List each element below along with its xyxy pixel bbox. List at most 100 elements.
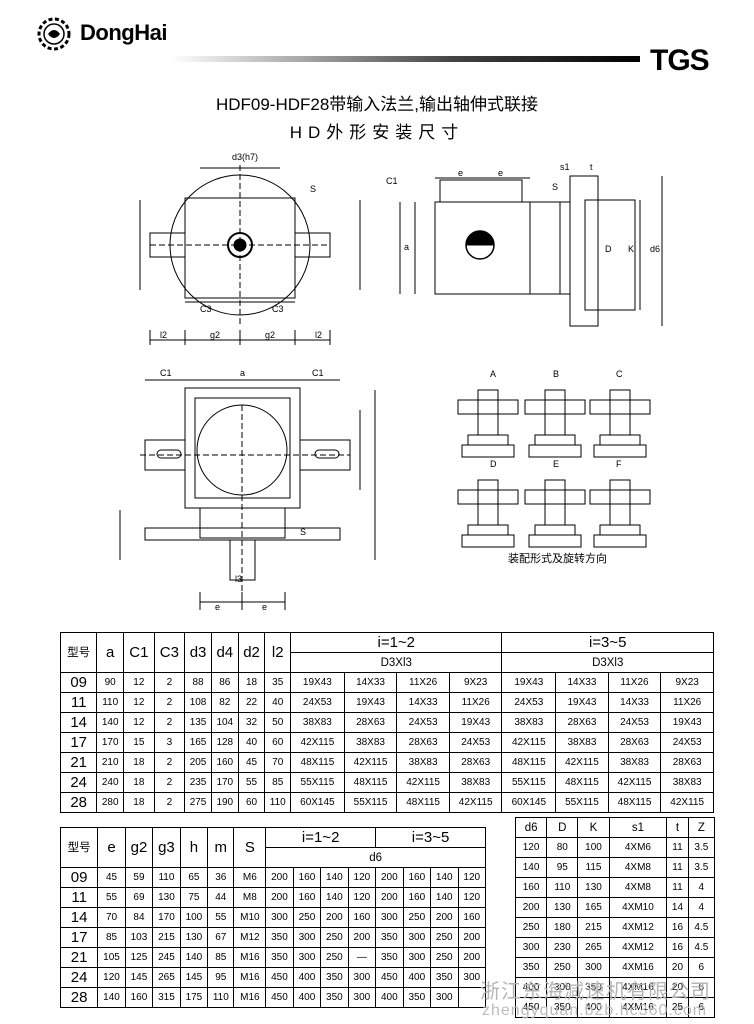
table-cell: 160	[210, 752, 239, 773]
table-cell: 350	[375, 947, 404, 968]
table-cell: 300	[347, 967, 377, 988]
column-header: m	[207, 827, 235, 868]
table-cell: 40	[237, 732, 266, 753]
table-cell: 60X145	[501, 792, 557, 813]
column-header: Z	[687, 817, 716, 838]
table-cell: 215	[577, 917, 610, 938]
table-cell: 59	[124, 867, 154, 888]
table-cell: 110	[96, 692, 125, 713]
table-cell: 14X33	[607, 692, 662, 713]
table-cell: 210	[96, 752, 125, 773]
table-cell: 200	[457, 947, 486, 968]
table-cell: 9X23	[660, 672, 714, 693]
table-cell: 44	[207, 887, 235, 908]
table-cell: 24X53	[396, 712, 450, 733]
table-cell: 95	[546, 857, 579, 878]
side-view-drawing	[399, 175, 663, 327]
table-cell: 18	[123, 792, 155, 813]
label-l2-right: l2	[315, 330, 322, 340]
table-cell: 48X115	[501, 752, 557, 773]
table-cell: 95	[207, 967, 235, 988]
table-cell: 24X53	[607, 712, 662, 733]
assembly-label-e: E	[553, 459, 559, 469]
group-header: i=3~5	[375, 827, 486, 848]
table-cell: 6	[687, 997, 716, 1018]
header-model: 型号	[59, 827, 99, 868]
table-cell: 09	[59, 867, 99, 888]
table-cell: 4	[687, 877, 716, 898]
table-cell: 80	[546, 837, 579, 858]
table-cell: 38X83	[501, 712, 557, 733]
table-cell: M16	[233, 967, 267, 988]
table-cell: 200	[265, 867, 294, 888]
table-cell: 140	[430, 887, 459, 908]
table-cell: 25	[666, 997, 689, 1018]
table-cell: 235	[184, 772, 212, 793]
table-cell: 42X115	[660, 792, 714, 813]
label-s1: s1	[560, 162, 570, 172]
group-header: i=3~5	[501, 632, 714, 653]
table-cell	[457, 987, 486, 1008]
table-cell: 48X115	[555, 772, 609, 793]
assembly-label-a: A	[490, 369, 496, 379]
table-cell: 28X63	[555, 712, 609, 733]
column-header: e	[97, 827, 126, 868]
table-cell: 24	[59, 772, 98, 793]
table-cell: 3.5	[687, 837, 716, 858]
table-cell: 2	[153, 672, 186, 693]
page-title: HDF09-HDF28带输入法兰,输出轴伸式联接	[215, 95, 539, 114]
table-cell: 200	[347, 927, 377, 948]
table-cell: 14X33	[555, 672, 609, 693]
table-cell: 17	[59, 927, 99, 948]
column-header: g3	[152, 827, 181, 868]
table-cell: 14X33	[396, 692, 450, 713]
table-cell: 38X83	[448, 772, 503, 793]
label-t: t	[590, 162, 593, 172]
column-header: d6	[514, 817, 548, 838]
table-cell: 130	[152, 887, 181, 908]
table-cell: 400	[292, 967, 322, 988]
table-cell: M16	[233, 987, 267, 1008]
table-cell: 130	[546, 897, 579, 918]
table-cell: 350	[402, 987, 432, 1008]
table-cell: 350	[375, 927, 404, 948]
table-cell: 14	[59, 907, 99, 928]
table-cell: 84	[124, 907, 154, 928]
table-cell: 60	[264, 732, 292, 753]
table-cell: 175	[179, 987, 209, 1008]
table-cell: 2	[153, 752, 186, 773]
table-cell: 450	[265, 987, 294, 1008]
label-d6: d6	[650, 244, 660, 254]
table-cell: 250	[320, 927, 349, 948]
table-cell: 200	[430, 907, 459, 928]
assembly-label-b: B	[553, 369, 559, 379]
table-cell: 55X115	[343, 792, 398, 813]
table-cell: 170	[96, 732, 125, 753]
assembly-label-f: F	[616, 459, 622, 469]
label-s-front: S	[300, 527, 306, 537]
table-cell: 11X26	[396, 672, 450, 693]
table-cell: 55	[237, 772, 266, 793]
table-cell: 115	[577, 857, 610, 878]
table-cell: 28X63	[343, 712, 398, 733]
table-cell: 28X63	[396, 732, 450, 753]
technical-drawing: d3(h7) S C3 C3 l2 g2 g2 l2 C1 e e s1 t S…	[119, 152, 663, 612]
table-cell: 120	[514, 837, 548, 858]
table-cell: 42X115	[555, 752, 609, 773]
table-cell: 450	[265, 967, 294, 988]
table-cell: 2	[153, 792, 186, 813]
table-cell: 48X115	[343, 772, 398, 793]
table-cell: 120	[457, 887, 486, 908]
table-cell: 110	[152, 867, 181, 888]
column-header: D	[546, 817, 579, 838]
front-view-drawing	[119, 379, 376, 610]
